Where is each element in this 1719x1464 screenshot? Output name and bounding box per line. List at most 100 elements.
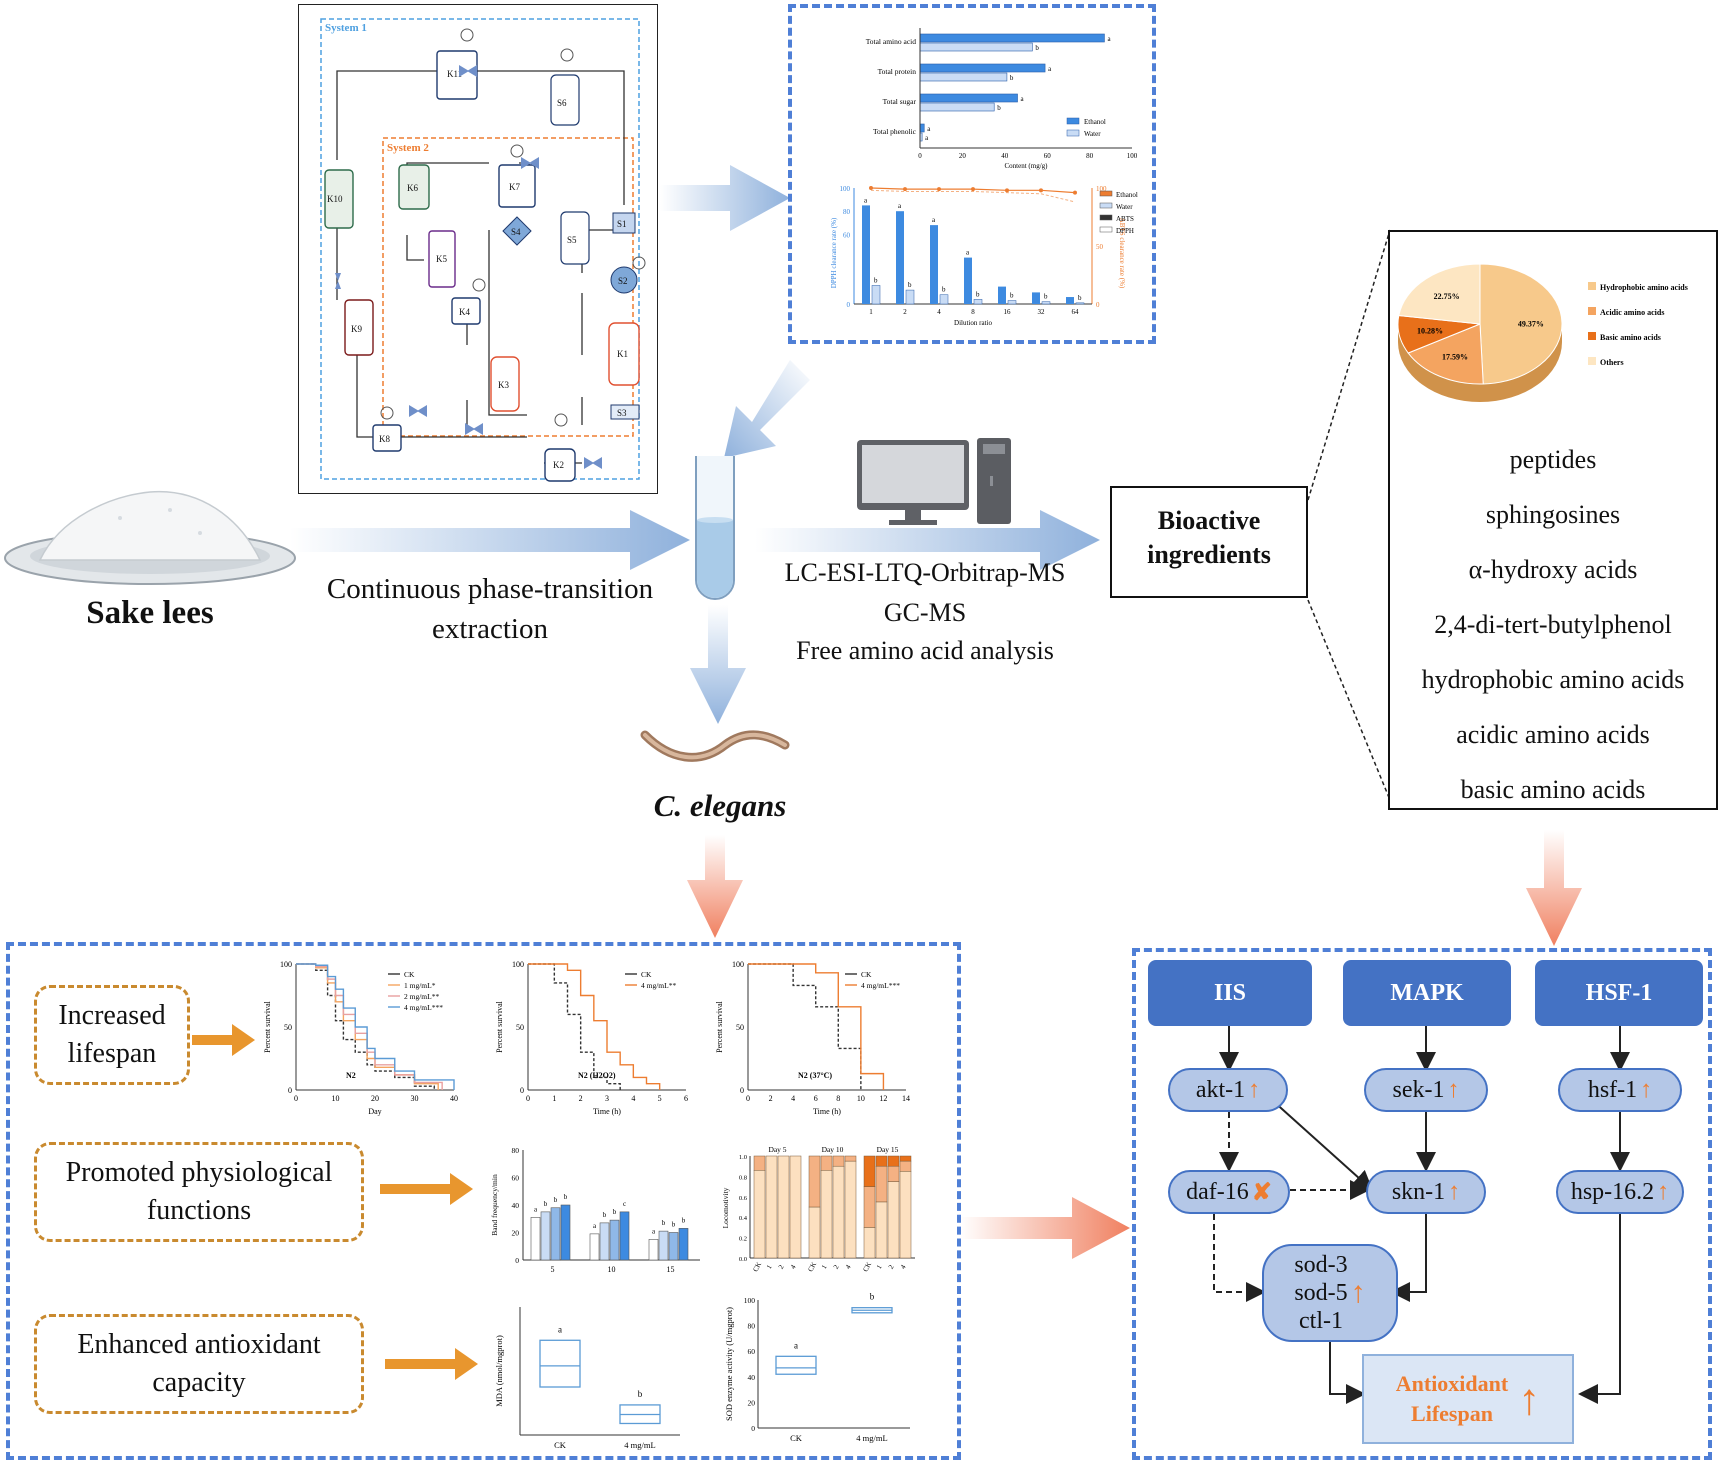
x-tick-label: 8 [836,1094,840,1103]
x-tick-label: 4 mg/mL [856,1433,887,1443]
svg-text:K4: K4 [459,307,470,317]
gene-antioxidant-enzymes: sod-3 sod-5 ctl-1 ↑ [1262,1244,1398,1342]
y2-tick-label: 100 [1096,185,1107,193]
stacked-bar-segment [887,1155,900,1167]
stacked-bar-segment [875,1155,888,1167]
x-tick-label: CK [861,1261,873,1273]
x-tick-label: 0 [746,1094,750,1103]
arrow-apparatus-to-charts [660,165,790,231]
y-tick-label: 0 [520,1086,524,1095]
bar-water [905,289,915,305]
x-axis-title: Time (h) [813,1107,841,1116]
legend-swatch [1588,357,1596,365]
x-tick-label: 4 [631,1094,635,1103]
significance-letter: a [1107,35,1111,43]
significance-letter: b [997,104,1001,112]
chart-title: N2 (37°C) [798,1071,832,1080]
group-label: Day 10 [822,1145,844,1154]
x-tick-label: 15 [667,1265,675,1274]
bar [919,102,995,112]
y2-tick-label: 50 [1096,243,1104,251]
x-tick-label: 0 [294,1094,298,1103]
legend-label: DPPH [1116,227,1134,235]
gene-hsf-1: hsf-1↑ [1558,1068,1682,1112]
x-tick-label: 10 [608,1265,616,1274]
x-tick-label: 1 [765,1263,774,1270]
group-label: Day 15 [877,1145,899,1154]
bar [540,1211,551,1261]
y-tick-label: 1.0 [739,1154,747,1161]
x-tick-label: 4 mg/mL [624,1440,655,1450]
stacked-bar-segment [899,1155,912,1162]
svg-text:System 1: System 1 [325,22,367,34]
stacked-bar-segment [753,1155,766,1171]
y-tick-label: 100 [512,960,524,969]
amino-acid-pie-chart: 49.37%17.59%10.28%22.75%Hydrophobic amin… [1397,263,1688,402]
c-elegans-worm-icon [640,730,790,762]
arrow-tube-to-worm [690,605,746,724]
effect-label: Enhanced antioxidant capacity [77,1329,321,1398]
organism-label: C. elegans [653,788,787,823]
y-tick-label: 0 [740,1086,744,1095]
arrow-lees-to-tube [290,510,690,570]
svg-text:S5: S5 [567,235,577,245]
x-axis-title: Time (h) [593,1107,621,1116]
bar [589,1233,600,1261]
ingredient-list: peptides sphingosines α-hydroxy acids 2,… [1390,432,1716,817]
significance-letter: b [1010,292,1014,300]
bar-ethanol [896,211,904,304]
up-arrow-icon: ↑ [1447,1076,1460,1103]
survival-curve [748,963,885,1090]
legend-label: CK [861,970,872,979]
bar-ethanol [1066,297,1074,304]
inhibit-x-icon: ✘ [1251,1179,1272,1206]
category-label: Total amino acid [866,37,917,46]
bar [919,63,1046,73]
stacked-bar-segment [875,1165,888,1203]
x-tick-label: 30 [411,1094,419,1103]
stacked-bar-segment [820,1155,833,1171]
svg-text:K1: K1 [617,349,628,359]
pathway-head-mapk: MAPK [1343,960,1511,1026]
svg-text:K9: K9 [351,324,362,334]
x-tick-label: 16 [1004,308,1012,316]
survival-curve [528,963,661,1090]
survival-curve [296,963,455,1090]
legend-swatch [1099,214,1113,221]
legend-label: 2 mg/mL** [404,992,439,1001]
y-tick-label: 60 [512,1174,520,1183]
arrow-tube-to-bioactive [755,510,1100,570]
y-tick-label: 50 [516,1023,524,1032]
pie-slice [1407,323,1484,385]
pie-slice [1398,263,1481,325]
y-tick-label: 0.4 [739,1215,748,1222]
bar [919,33,1105,43]
significance-letter: b [682,1216,686,1224]
significance-letter: a [1021,95,1025,103]
bar-ethanol [862,205,870,304]
x-tick-label: 14 [902,1094,910,1103]
x-tick-label: CK [554,1440,567,1450]
up-arrow-icon: ↑ [1350,1276,1366,1309]
survival-curve [748,963,862,1090]
ingredient-item: α-hydroxy acids [1468,555,1638,584]
y-tick-label: 80 [512,1146,520,1155]
computer-icon [857,438,1011,525]
chart-title: N2 [346,1071,356,1080]
bar-ethanol [998,286,1006,304]
x-tick-label: 5 [551,1265,555,1274]
y-tick-label: 20 [512,1229,520,1238]
significance-letter: b [976,290,980,298]
bar [619,1211,630,1261]
significance-letter: b [603,1211,607,1219]
x-tick-label: 20 [959,152,967,160]
pie-slice [1479,263,1563,385]
x-tick-label: 0 [526,1094,530,1103]
bar [668,1232,679,1261]
legend-swatch [1588,282,1596,290]
svg-text:S2: S2 [618,276,628,286]
x-tick-label: 64 [1072,308,1080,316]
x-tick-label: 80 [1086,152,1094,160]
